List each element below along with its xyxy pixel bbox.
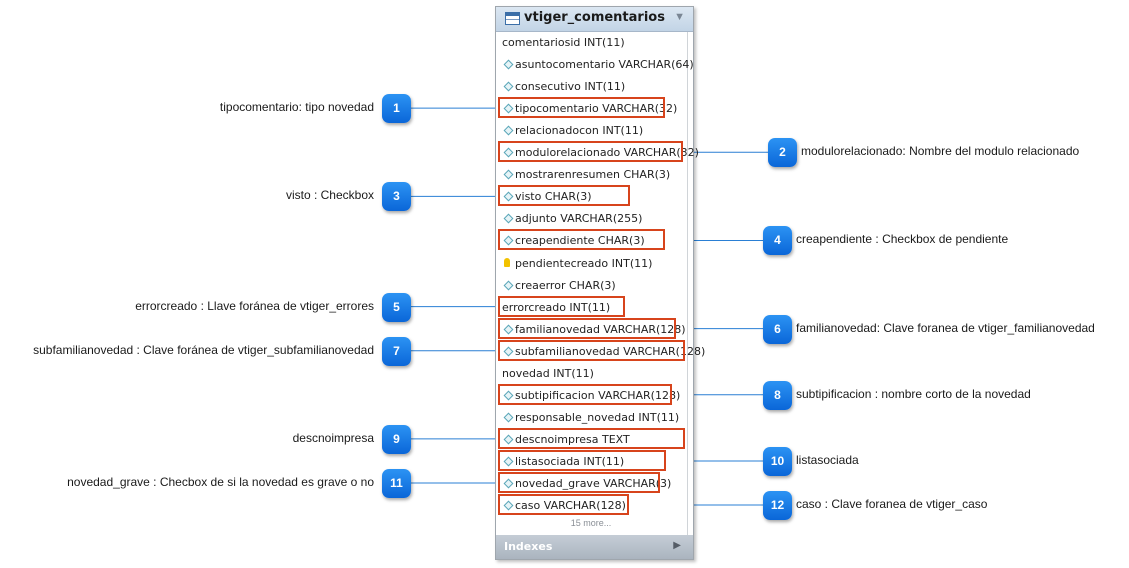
column-label: modulorelacionado VARCHAR(32) <box>515 146 699 160</box>
column-label: novedad_grave VARCHAR(3) <box>515 477 672 490</box>
callout-text: creapendiente : Checkbox de pendiente <box>796 232 1009 247</box>
highlight-box <box>498 97 665 119</box>
column-label: pendientecreado INT(11) <box>515 256 653 270</box>
column-row[interactable]: visto CHAR(3) <box>496 186 686 208</box>
column-row[interactable]: tipocomentario VARCHAR(32) <box>496 98 686 120</box>
column-diamond-icon <box>503 59 514 70</box>
column-label: familianovedad VARCHAR(128) <box>515 322 686 336</box>
callout-badge: 2 <box>768 138 797 168</box>
callout-text: errorcreado : Llave foránea de vtiger_er… <box>135 298 374 313</box>
callout-text: subfamilianovedad : Clave foránea de vti… <box>33 342 374 357</box>
table-icon <box>505 12 520 25</box>
column-row[interactable]: caso VARCHAR(128) <box>496 495 686 517</box>
column-label: descnoimpresa TEXT <box>515 432 630 446</box>
column-row[interactable]: errorcreado INT(11) <box>496 297 686 319</box>
column-row[interactable]: adjunto VARCHAR(255) <box>496 208 686 230</box>
column-label: subtipificacion VARCHAR(128) <box>515 388 681 402</box>
column-diamond-icon <box>503 213 514 224</box>
column-label: mostrarenresumen CHAR(3) <box>515 168 671 182</box>
highlight-box <box>498 383 672 405</box>
callout-text: descnoimpresa <box>292 430 374 445</box>
column-list: 15 more... comentariosid INT(11) asuntoco… <box>496 32 705 535</box>
column-row[interactable]: familianovedad VARCHAR(128) <box>496 319 686 341</box>
table-header[interactable]: vtiger_comentarios ▼ <box>496 7 693 32</box>
expand-icon[interactable]: ▶ <box>673 540 681 551</box>
callout-text: subtipificacion : nombre corto de la nov… <box>796 386 1031 401</box>
column-diamond-icon <box>503 125 514 136</box>
column-label: caso VARCHAR(128) <box>515 499 626 513</box>
highlight-box <box>498 472 660 493</box>
table-title: vtiger_comentarios <box>524 10 665 25</box>
callout-badge: 3 <box>382 182 411 212</box>
column-label: visto CHAR(3) <box>515 190 592 204</box>
column-row[interactable]: novedad INT(11) <box>496 363 686 385</box>
column-row[interactable]: responsable_novedad INT(11) <box>496 407 686 429</box>
highlight-box <box>498 494 629 516</box>
column-row[interactable]: subfamilianovedad VARCHAR(128) <box>496 341 705 363</box>
column-row[interactable]: mostrarenresumen CHAR(3) <box>496 164 686 186</box>
column-label: comentariosid INT(11) <box>502 36 625 49</box>
column-row[interactable]: modulorelacionado VARCHAR(32) <box>496 142 699 164</box>
column-row[interactable]: relacionadocon INT(11) <box>496 120 686 142</box>
callout-text: visto : Checkbox <box>285 188 374 203</box>
callout-badge: 9 <box>382 424 411 454</box>
callout-text: caso : Clave foranea de vtiger_caso <box>796 497 988 512</box>
callout-badge: 5 <box>382 292 411 322</box>
highlight-box <box>498 141 683 163</box>
column-label: novedad INT(11) <box>502 366 594 380</box>
column-row[interactable]: consecutivo INT(11) <box>496 76 686 98</box>
column-label: asuntocomentario VARCHAR(64) <box>515 58 694 72</box>
column-diamond-icon <box>503 81 514 92</box>
column-diamond-icon <box>503 412 514 423</box>
callout-badge: 7 <box>382 336 411 366</box>
column-row[interactable]: pendientecreado INT(11) <box>496 253 686 275</box>
column-label: listasociada INT(11) <box>515 454 625 468</box>
callout-badge: 6 <box>763 314 792 344</box>
column-label: tipocomentario VARCHAR(32) <box>515 102 678 116</box>
column-diamond-icon <box>503 280 514 290</box>
callout-badge: 4 <box>763 226 792 256</box>
column-label: creapendiente CHAR(3) <box>515 234 645 248</box>
column-row[interactable]: creaerror CHAR(3) <box>496 275 686 297</box>
column-label: subfamilianovedad VARCHAR(128) <box>515 344 706 358</box>
column-row[interactable]: creapendiente CHAR(3) <box>496 230 686 252</box>
column-row[interactable]: novedad_grave VARCHAR(3) <box>496 473 686 495</box>
indexes-section[interactable]: Indexes ▶ <box>496 535 693 559</box>
column-label: responsable_novedad INT(11) <box>515 410 680 424</box>
more-columns-label[interactable]: 15 more... <box>570 518 612 529</box>
callout-badge: 11 <box>382 469 411 498</box>
highlight-box <box>498 185 630 207</box>
callout-text: modulorelacionado: Nombre del modulo rel… <box>801 144 1080 159</box>
column-row[interactable]: comentariosid INT(11) <box>496 32 686 54</box>
column-diamond-icon <box>503 169 514 180</box>
highlight-box <box>498 229 665 251</box>
column-label: relacionadocon INT(11) <box>515 124 644 138</box>
column-row[interactable]: subtipificacion VARCHAR(128) <box>496 385 686 407</box>
column-label: adjunto VARCHAR(255) <box>515 212 643 226</box>
highlight-box <box>498 295 625 317</box>
column-label: errorcreado INT(11) <box>502 300 611 314</box>
callout-badge: 1 <box>382 94 411 124</box>
highlight-box <box>498 427 685 449</box>
callout-badge: 10 <box>763 446 792 476</box>
column-row[interactable]: asuntocomentario VARCHAR(64) <box>496 54 694 76</box>
callout-text: listasociada <box>796 452 859 467</box>
callout-text: tipocomentario: tipo novedad <box>219 100 374 115</box>
indexes-label: Indexes <box>504 540 553 553</box>
highlight-box <box>498 317 676 339</box>
callout-badge: 8 <box>763 380 792 410</box>
column-label: consecutivo INT(11) <box>515 80 626 94</box>
column-label: creaerror CHAR(3) <box>515 278 616 292</box>
key-icon <box>504 257 510 267</box>
callout-badge: 12 <box>763 491 792 521</box>
collapse-icon[interactable]: ▼ <box>674 11 685 23</box>
callout-text: novedad_grave : Checbox de si la novedad… <box>67 475 374 489</box>
highlight-box <box>498 339 685 361</box>
callout-text: familianovedad: Clave foranea de vtiger_… <box>796 320 1095 335</box>
highlight-box <box>498 449 666 471</box>
column-row[interactable]: descnoimpresa TEXT <box>496 429 686 451</box>
column-row[interactable]: listasociada INT(11) <box>496 451 686 473</box>
